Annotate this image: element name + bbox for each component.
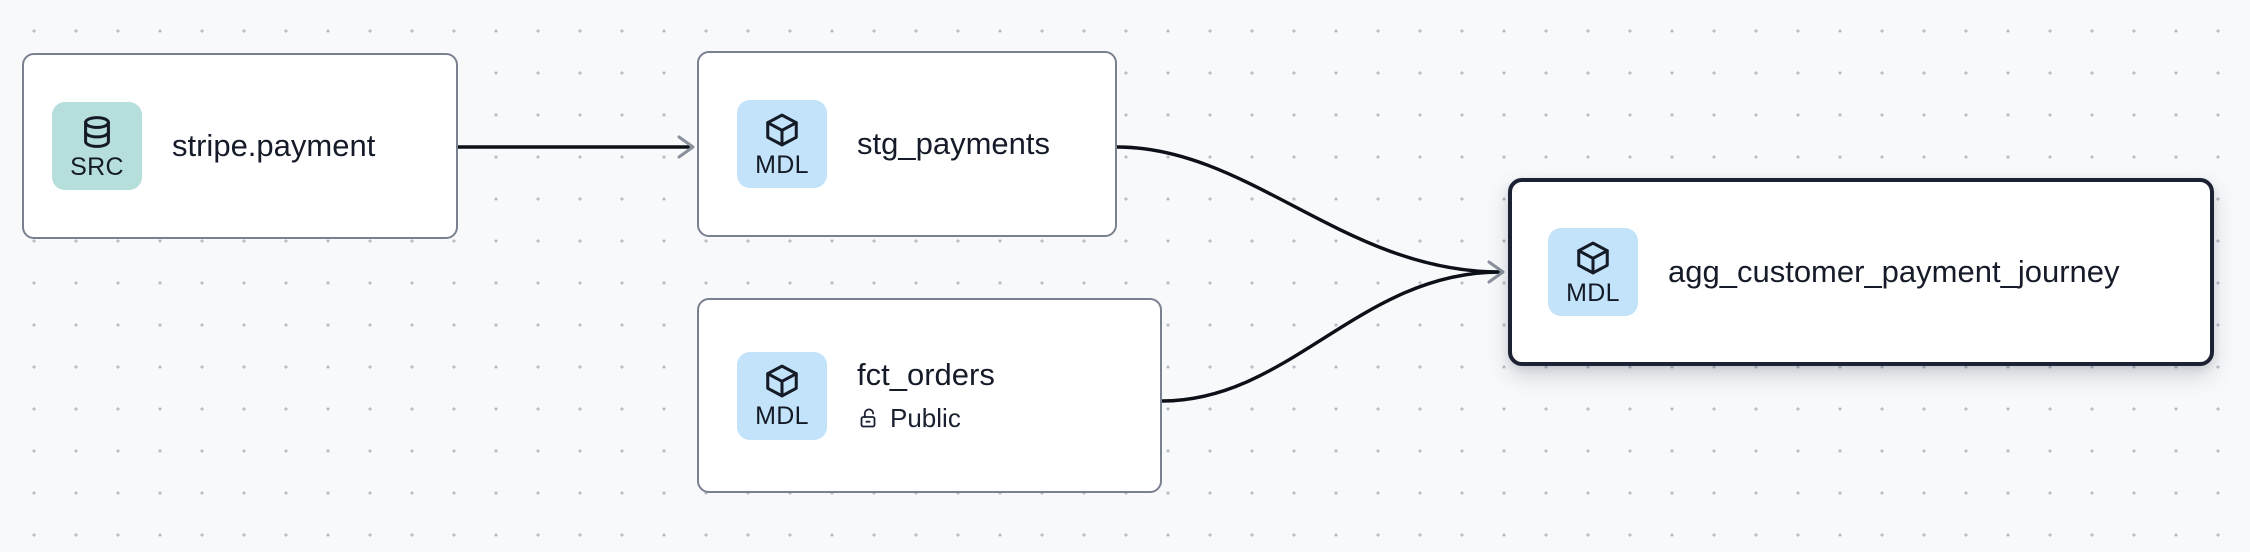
node-title: stripe.payment [172,128,376,164]
node-badge-label: MDL [1566,278,1620,307]
edge-stripe-to-stg-arrowhead [677,135,695,159]
unlock-icon [860,408,876,428]
cube-icon [766,364,798,398]
node-body: stg_payments [857,126,1050,162]
node-title: fct_orders [857,357,995,393]
edge-to-agg-arrowhead [1487,260,1505,284]
node-badge-label: MDL [755,402,809,430]
node-badge-label: SRC [70,152,124,181]
node-body: stripe.payment [172,128,375,164]
node-badge-mdl: MDL [737,351,827,440]
node-visibility-label: Public [890,402,961,433]
node-badge-label: MDL [755,150,809,179]
node-body: agg_customer_payment_journey [1668,254,2120,290]
edge-fct-to-agg [1161,270,1501,403]
node-stg-payments[interactable]: MDL stg_payments [697,51,1117,237]
node-badge-mdl: MDL [1548,228,1638,316]
node-title: stg_payments [857,126,1050,162]
node-agg-customer-payment-journey[interactable]: MDL agg_customer_payment_journey [1508,178,2214,366]
node-badge-mdl: MDL [737,100,827,188]
edge-stg-to-agg [1116,145,1501,274]
node-body: fct_orders Public [857,357,995,434]
node-fct-orders[interactable]: MDL fct_orders Public [697,298,1162,493]
node-badge-src: SRC [52,102,142,190]
cube-icon [766,113,798,146]
node-visibility: Public [857,403,995,434]
cube-icon [1577,241,1609,274]
node-stripe-payment[interactable]: SRC stripe.payment [22,53,458,239]
node-title: agg_customer_payment_journey [1668,254,2120,290]
database-icon [84,115,110,148]
